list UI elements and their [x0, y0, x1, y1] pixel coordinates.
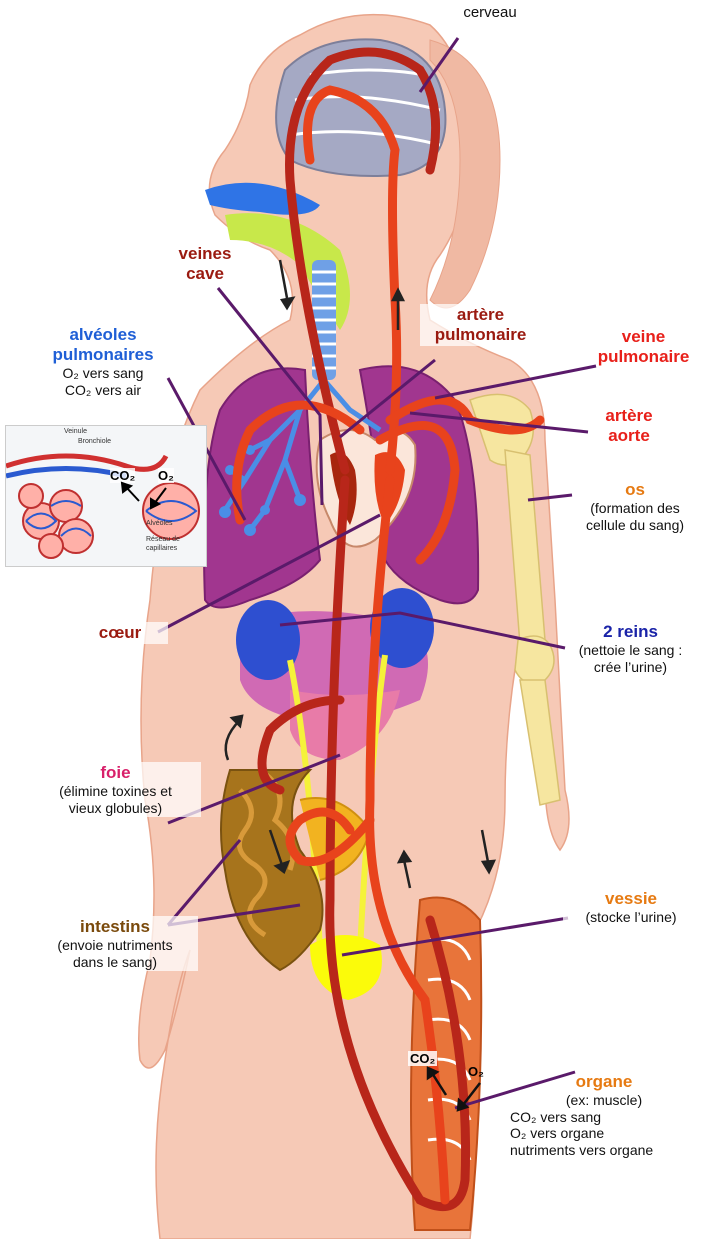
- label-alveoli: alvéoles pulmonaires O₂ vers sang CO₂ ve…: [28, 325, 178, 398]
- bone-desc2: cellule du sang): [565, 517, 705, 534]
- bladder-desc1: (stocke l’urine): [566, 909, 696, 926]
- pulmonary-artery-line2: pulmonaire: [423, 325, 538, 345]
- aorta-line2: aorte: [584, 426, 674, 446]
- alveoli-line1: alvéoles: [28, 325, 178, 345]
- alveoli-desc2: CO₂ vers air: [28, 382, 178, 399]
- label-pulmonary-artery: artère pulmonaire: [420, 304, 541, 346]
- label-organ: organe (ex: muscle) CO₂ vers sang O₂ ver…: [506, 1072, 702, 1158]
- label-bladder: vessie (stocke l’urine): [563, 888, 699, 927]
- label-kidneys: 2 reins (nettoie le sang : crée l’urine): [556, 622, 705, 675]
- pulmonary-vein-line1: veine: [586, 327, 701, 347]
- heart-title: cœur: [75, 623, 165, 643]
- brain-title: cerveau: [440, 4, 540, 22]
- kidneys-title: 2 reins: [556, 622, 705, 642]
- alveoli-line2: pulmonaires: [28, 345, 178, 365]
- liver-desc2: vieux globules): [33, 800, 198, 817]
- label-aorta: artère aorte: [584, 406, 674, 446]
- organ-o2: O₂: [468, 1064, 484, 1079]
- inset-gas-arrows: [6, 426, 206, 566]
- kidneys-desc2: crée l’urine): [556, 659, 705, 676]
- organ-desc2: CO₂ vers sang: [506, 1109, 702, 1126]
- intestines-desc1: (envoie nutriments: [35, 937, 195, 954]
- label-bone: os (formation des cellule du sang): [565, 480, 705, 533]
- organ-desc1: (ex: muscle): [506, 1092, 702, 1109]
- label-vena-cava: veines cave: [162, 243, 248, 285]
- organ-desc3: O₂ vers organe: [506, 1125, 702, 1142]
- vena-cava-line2: cave: [165, 264, 245, 284]
- vena-cava-line1: veines: [165, 244, 245, 264]
- pulmonary-vein-line2: pulmonaire: [586, 347, 701, 367]
- aorta-line1: artère: [584, 406, 674, 426]
- label-heart: cœur: [72, 622, 168, 644]
- bladder-title: vessie: [566, 889, 696, 909]
- bone-title: os: [565, 480, 705, 500]
- intestines-desc2: dans le sang): [35, 954, 195, 971]
- kidneys-desc1: (nettoie le sang :: [556, 642, 705, 659]
- organ-co2: CO₂: [408, 1051, 437, 1066]
- alveoli-desc1: O₂ vers sang: [28, 365, 178, 382]
- intestines-title: intestins: [35, 917, 195, 937]
- organ-title: organe: [506, 1072, 702, 1092]
- alveoli-inset: Veinule Bronchiole Alvéoles Réseau de ca…: [5, 425, 207, 567]
- label-intestines: intestins (envoie nutriments dans le san…: [32, 916, 198, 971]
- liver-desc1: (élimine toxines et: [33, 783, 198, 800]
- bone-desc1: (formation des: [565, 500, 705, 517]
- organ-desc4: nutriments vers organe: [506, 1142, 702, 1159]
- label-liver: foie (élimine toxines et vieux globules): [30, 762, 201, 817]
- label-brain: cerveau: [440, 4, 540, 22]
- pulmonary-artery-line1: artère: [423, 305, 538, 325]
- liver-title: foie: [33, 763, 198, 783]
- label-pulmonary-vein: veine pulmonaire: [586, 327, 701, 367]
